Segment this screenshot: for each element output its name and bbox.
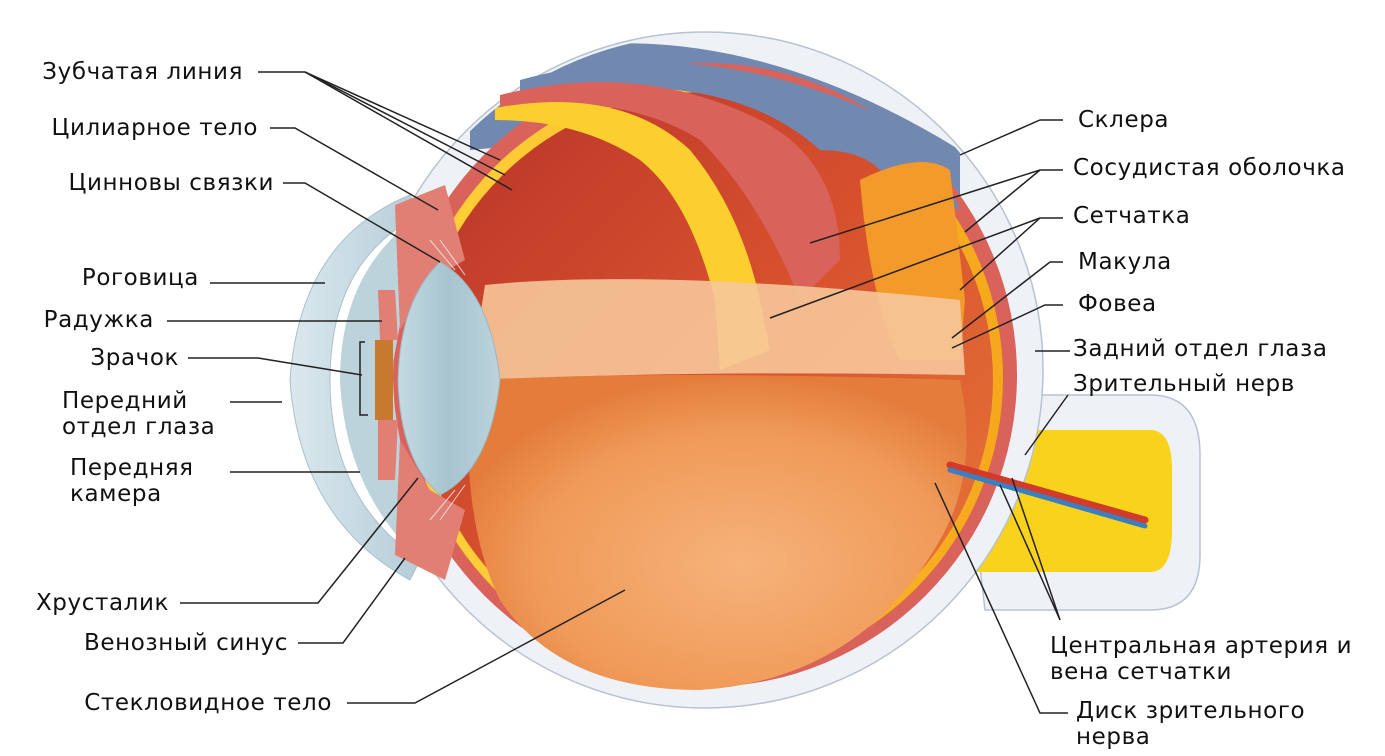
label-ora-serrata: Зубчатая линия (42, 59, 243, 85)
leader-lines (167, 71, 1070, 714)
label-optic-nerve: Зрительный нерв (1073, 371, 1295, 397)
label-posterior-segment: Задний отдел глаза (1073, 336, 1328, 362)
label-choroid: Сосудистая оболочка (1073, 155, 1346, 181)
label-central-vessels: Центральная артерия и вена сетчатки (1050, 633, 1353, 685)
label-zonules: Цинновы связки (68, 170, 274, 196)
label-retina: Сетчатка (1073, 203, 1191, 229)
label-sclera: Склера (1078, 107, 1170, 133)
label-venous-sinus: Венозный синус (83, 630, 288, 656)
label-cornea: Роговица (81, 265, 199, 291)
label-ciliary-body: Цилиарное тело (51, 115, 258, 141)
label-optic-disc: Диск зрительного нерва (1076, 698, 1306, 750)
label-pupil: Зрачок (90, 345, 179, 371)
label-macula: Макула (1078, 249, 1172, 275)
label-anterior-segment: Передний отдел глаза (62, 388, 216, 440)
label-vitreous-body: Стекловидное тело (84, 690, 332, 716)
label-iris: Радужка (43, 307, 154, 333)
label-lens: Хрусталик (35, 590, 169, 616)
label-fovea: Фовеа (1078, 291, 1157, 317)
label-anterior-chamber: Передняя камера (70, 455, 194, 507)
